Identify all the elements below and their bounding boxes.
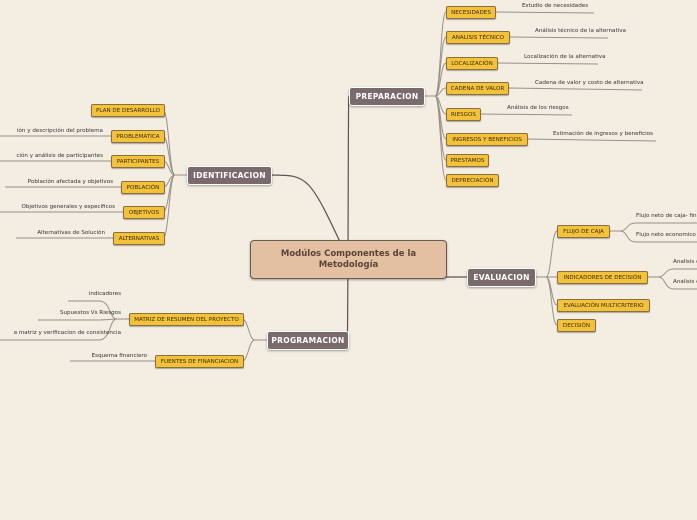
connector — [162, 174, 187, 188]
connector — [241, 339, 267, 362]
leaf-topic[interactable]: a matriz y verificacion de consistencia — [13, 330, 121, 336]
leaf-topic[interactable]: Esquema financiero — [91, 353, 147, 359]
connector — [423, 11, 447, 97]
leaf-topic[interactable]: ión y descripción del problema — [16, 128, 103, 134]
leaf-topic[interactable]: Localización de la alternativa — [524, 54, 606, 60]
connector — [423, 95, 447, 161]
subtopic[interactable]: INGRESOS Y BENEFICIOS — [446, 133, 528, 146]
connector — [534, 276, 558, 306]
leaf-topic[interactable]: Analisis d — [673, 279, 697, 285]
connector — [493, 11, 595, 14]
leaf-topic[interactable]: Supuestos Vs Riesgos — [59, 310, 121, 316]
branch-preparacion[interactable]: PREPARACION — [349, 87, 425, 106]
connector — [423, 87, 447, 97]
subtopic[interactable]: POBLACIÓN — [121, 181, 165, 194]
subtopic[interactable]: PRESTAMOS — [446, 154, 489, 167]
leaf-topic[interactable]: Alternativas de Solución — [37, 230, 105, 236]
leaf-topic[interactable]: indicadores — [88, 291, 121, 297]
connector — [162, 174, 187, 213]
subtopic[interactable]: FUENTES DE FINANCIACION — [155, 355, 244, 368]
leaf-topic[interactable]: Objetivos generales y especificos — [21, 204, 115, 210]
subtopic[interactable]: OBJETIVOS — [123, 206, 165, 219]
connector — [507, 36, 609, 39]
subtopic[interactable]: PARTICIPANTES — [111, 155, 165, 168]
leaf-topic[interactable]: Población afectada y objetivos — [27, 179, 113, 185]
subtopic[interactable]: MATRIZ DE RESUMEN DEL PROYECTO — [129, 313, 244, 326]
connector — [608, 230, 697, 243]
subtopic[interactable]: DECISIÓN — [557, 319, 596, 332]
connector — [534, 230, 558, 278]
connector — [534, 276, 558, 326]
connector — [506, 87, 643, 91]
connector — [423, 95, 447, 115]
connector — [478, 113, 573, 116]
connector — [646, 276, 697, 290]
subtopic[interactable]: PLAN DE DESARROLLO — [91, 104, 165, 117]
subtopic[interactable]: CADENA DE VALOR — [446, 82, 509, 95]
subtopic[interactable]: DEPRECIACIÓN — [446, 174, 499, 187]
subtopic[interactable]: PROBLEMATICA — [111, 130, 165, 143]
connector — [423, 95, 447, 181]
central-topic[interactable]: Modúlos Componentes de la Metodología — [250, 240, 447, 279]
connector — [162, 160, 187, 176]
subtopic[interactable]: RIESGOS — [446, 108, 481, 121]
leaf-topic[interactable]: Analisis d — [673, 259, 697, 265]
connector — [423, 36, 447, 97]
leaf-topic[interactable]: Análisis de los riesgos — [507, 105, 569, 111]
subtopic[interactable]: ALTERNATIVAS — [113, 232, 165, 245]
connector — [0, 318, 129, 341]
leaf-topic[interactable]: Estimación de ingresos y beneficios — [553, 131, 654, 137]
connector — [269, 174, 349, 260]
branch-evaluacion[interactable]: EVALUACION — [467, 268, 536, 287]
connector — [423, 62, 447, 97]
connector — [646, 268, 697, 278]
connector — [347, 95, 350, 260]
connector — [423, 95, 447, 140]
subtopic[interactable]: ANALISIS TÉCNICO — [446, 31, 510, 44]
subtopic[interactable]: LOCALIZACIÓN — [446, 57, 498, 70]
leaf-topic[interactable]: Estudio de necesidades — [522, 3, 589, 9]
subtopic[interactable]: INDICADORES DE DECISIÓN — [557, 271, 648, 284]
branch-identificacion[interactable]: IDENTIFICACION — [187, 166, 272, 185]
leaf-topic[interactable]: Flujo neto de caja- fin — [636, 213, 697, 219]
connector — [241, 318, 267, 341]
leaf-topic[interactable]: Cadena de valor y costo de alternativa — [535, 80, 644, 86]
subtopic[interactable]: EVALUACIÓN MULTICRITERIO — [557, 299, 650, 312]
subtopic[interactable]: FLUJO DE CAJA — [557, 225, 610, 238]
leaf-topic[interactable]: Flujo neto economico — [636, 232, 696, 238]
connector — [495, 62, 599, 65]
connector — [525, 138, 657, 142]
leaf-topic[interactable]: Análisis técnico de la alternativa — [535, 28, 626, 34]
subtopic[interactable]: NECESIDADES — [446, 6, 496, 19]
branch-programacion[interactable]: PROGRAMACION — [267, 331, 349, 350]
connector — [162, 135, 187, 176]
leaf-topic[interactable]: ción y análisis de participantes — [16, 153, 103, 159]
connector — [608, 222, 697, 232]
